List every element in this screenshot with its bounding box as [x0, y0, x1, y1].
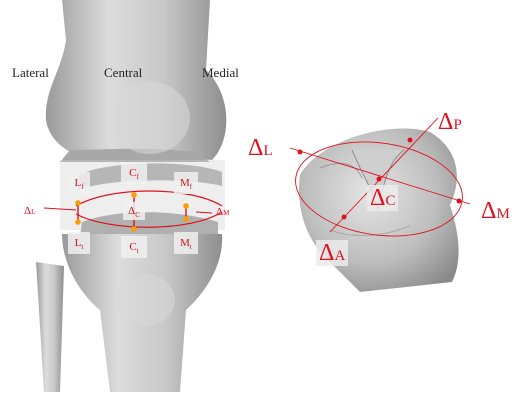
delta-C-label: ΔC	[367, 185, 398, 211]
femoral-point-central: Cf	[121, 162, 147, 184]
delta-L-label: ΔL	[248, 136, 273, 160]
gap-label-medial: ΔM	[216, 207, 229, 218]
femur-shape	[46, 0, 226, 162]
medial-label: Medial	[202, 65, 239, 81]
tibial-point-medial: Mt	[174, 232, 198, 254]
gap-label-lateral: ΔL	[24, 206, 35, 217]
fibula-shape	[36, 262, 64, 392]
lateral-label: Lateral	[12, 65, 49, 81]
gap-label-central: ΔC	[123, 202, 145, 220]
femoral-point-lateral: Lf	[68, 172, 90, 194]
tibial-point-lateral: Lt	[68, 232, 90, 254]
delta-A-label: ΔA	[316, 240, 348, 266]
central-label: Central	[104, 65, 142, 81]
delta-M-label: ΔM	[481, 199, 510, 223]
tibial-point-central: Ct	[121, 236, 147, 258]
femoral-point-medial: Mf	[174, 172, 198, 194]
delta-P-label: ΔP	[438, 110, 462, 134]
